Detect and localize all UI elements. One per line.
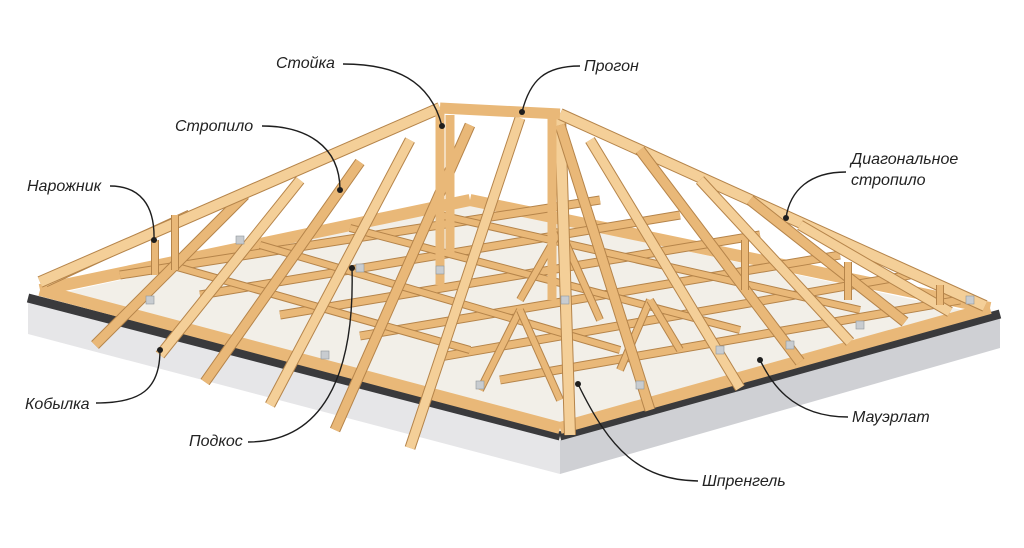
metal-plate-8 [715, 345, 725, 355]
ridge-assembly [435, 102, 561, 300]
rafter-right-3 [636, 147, 804, 365]
metal-plate-7 [635, 380, 645, 390]
waterproofing-strip-right [558, 309, 1002, 441]
dot-progon [519, 109, 525, 115]
rafter-right-1 [555, 123, 655, 412]
sprengel-1-left [477, 308, 523, 392]
metal-plate-2 [235, 235, 245, 245]
progon-ridge-beam [439, 102, 561, 120]
dot-kobylka [157, 347, 163, 353]
leader-narozhnik [109, 185, 155, 241]
label-kobylka: Кобылка [25, 396, 90, 413]
leader-progon [521, 65, 581, 113]
label-progon: Прогон [584, 58, 639, 75]
foundation-front-face [28, 300, 560, 474]
label-podkos: Подкос [189, 433, 243, 450]
metal-plate-9 [785, 340, 795, 350]
label-shprengel: Шпренгель [702, 473, 786, 490]
label-narozhnik: Нарожник [27, 178, 103, 195]
dot-stoyka [439, 123, 445, 129]
label-diagonalnoe-line2: стропило [851, 172, 926, 189]
leader-mauerlat [759, 359, 849, 418]
sprengel-3-left [617, 298, 653, 372]
cross-beam-2 [259, 242, 621, 353]
metal-plate-10 [855, 320, 865, 330]
metal-plates [145, 235, 975, 390]
label-stropilo: Стропило [175, 118, 253, 135]
foundation-right-face [560, 318, 1000, 474]
rafter-left-2 [91, 191, 249, 349]
hip-rafter-right [557, 109, 988, 311]
labels: Стойка Прогон Стропило Нарожник Диагонал… [25, 55, 958, 490]
metal-plate-12 [475, 380, 485, 390]
leader-stoyka [342, 63, 443, 127]
metal-plate-6 [560, 295, 570, 305]
rafter-right-4 [696, 176, 854, 346]
leader-kobylka [95, 349, 161, 404]
hip-rafter-left [38, 103, 442, 287]
floor-beam-6 [499, 296, 961, 384]
dot-narozhnik [151, 237, 157, 243]
leader-stropilo [261, 125, 341, 191]
cross-beam-4 [439, 212, 861, 313]
dot-shprengel [575, 381, 581, 387]
metal-plate-1 [145, 295, 155, 305]
rafter-left-3 [156, 177, 304, 358]
leader-diagonalnoe [785, 171, 847, 219]
metal-plate-11 [965, 295, 975, 305]
rafter-left-5 [266, 137, 414, 408]
sprengel-1-right [517, 308, 563, 402]
dot-podkos [349, 265, 355, 271]
rafters [37, 102, 988, 450]
dot-mauerlat [757, 357, 763, 363]
dot-stropilo [337, 187, 343, 193]
mauerlat-right [558, 302, 992, 434]
label-mauerlat: Мауэрлат [852, 409, 930, 426]
rafter-left-7 [405, 116, 525, 450]
leader-lines [95, 63, 849, 482]
dot-diagonalnoe [783, 215, 789, 221]
sprengel-trusses [476, 228, 684, 402]
rafter-right-5 [747, 196, 908, 326]
rafter-right-6 [797, 221, 953, 316]
metal-plate-4 [355, 263, 365, 273]
sprengel-3-right [647, 298, 683, 352]
rafter-right-2 [586, 137, 744, 391]
label-diagonalnoe-line1: Диагональное [849, 151, 958, 168]
metal-plate-5 [435, 265, 445, 275]
label-stoyka: Стойка [276, 55, 335, 72]
rafter-left-4 [201, 159, 364, 385]
metal-plate-3 [320, 350, 330, 360]
leader-podkos [247, 267, 353, 443]
hip-rafter-front [555, 113, 575, 436]
leader-shprengel [577, 383, 699, 482]
